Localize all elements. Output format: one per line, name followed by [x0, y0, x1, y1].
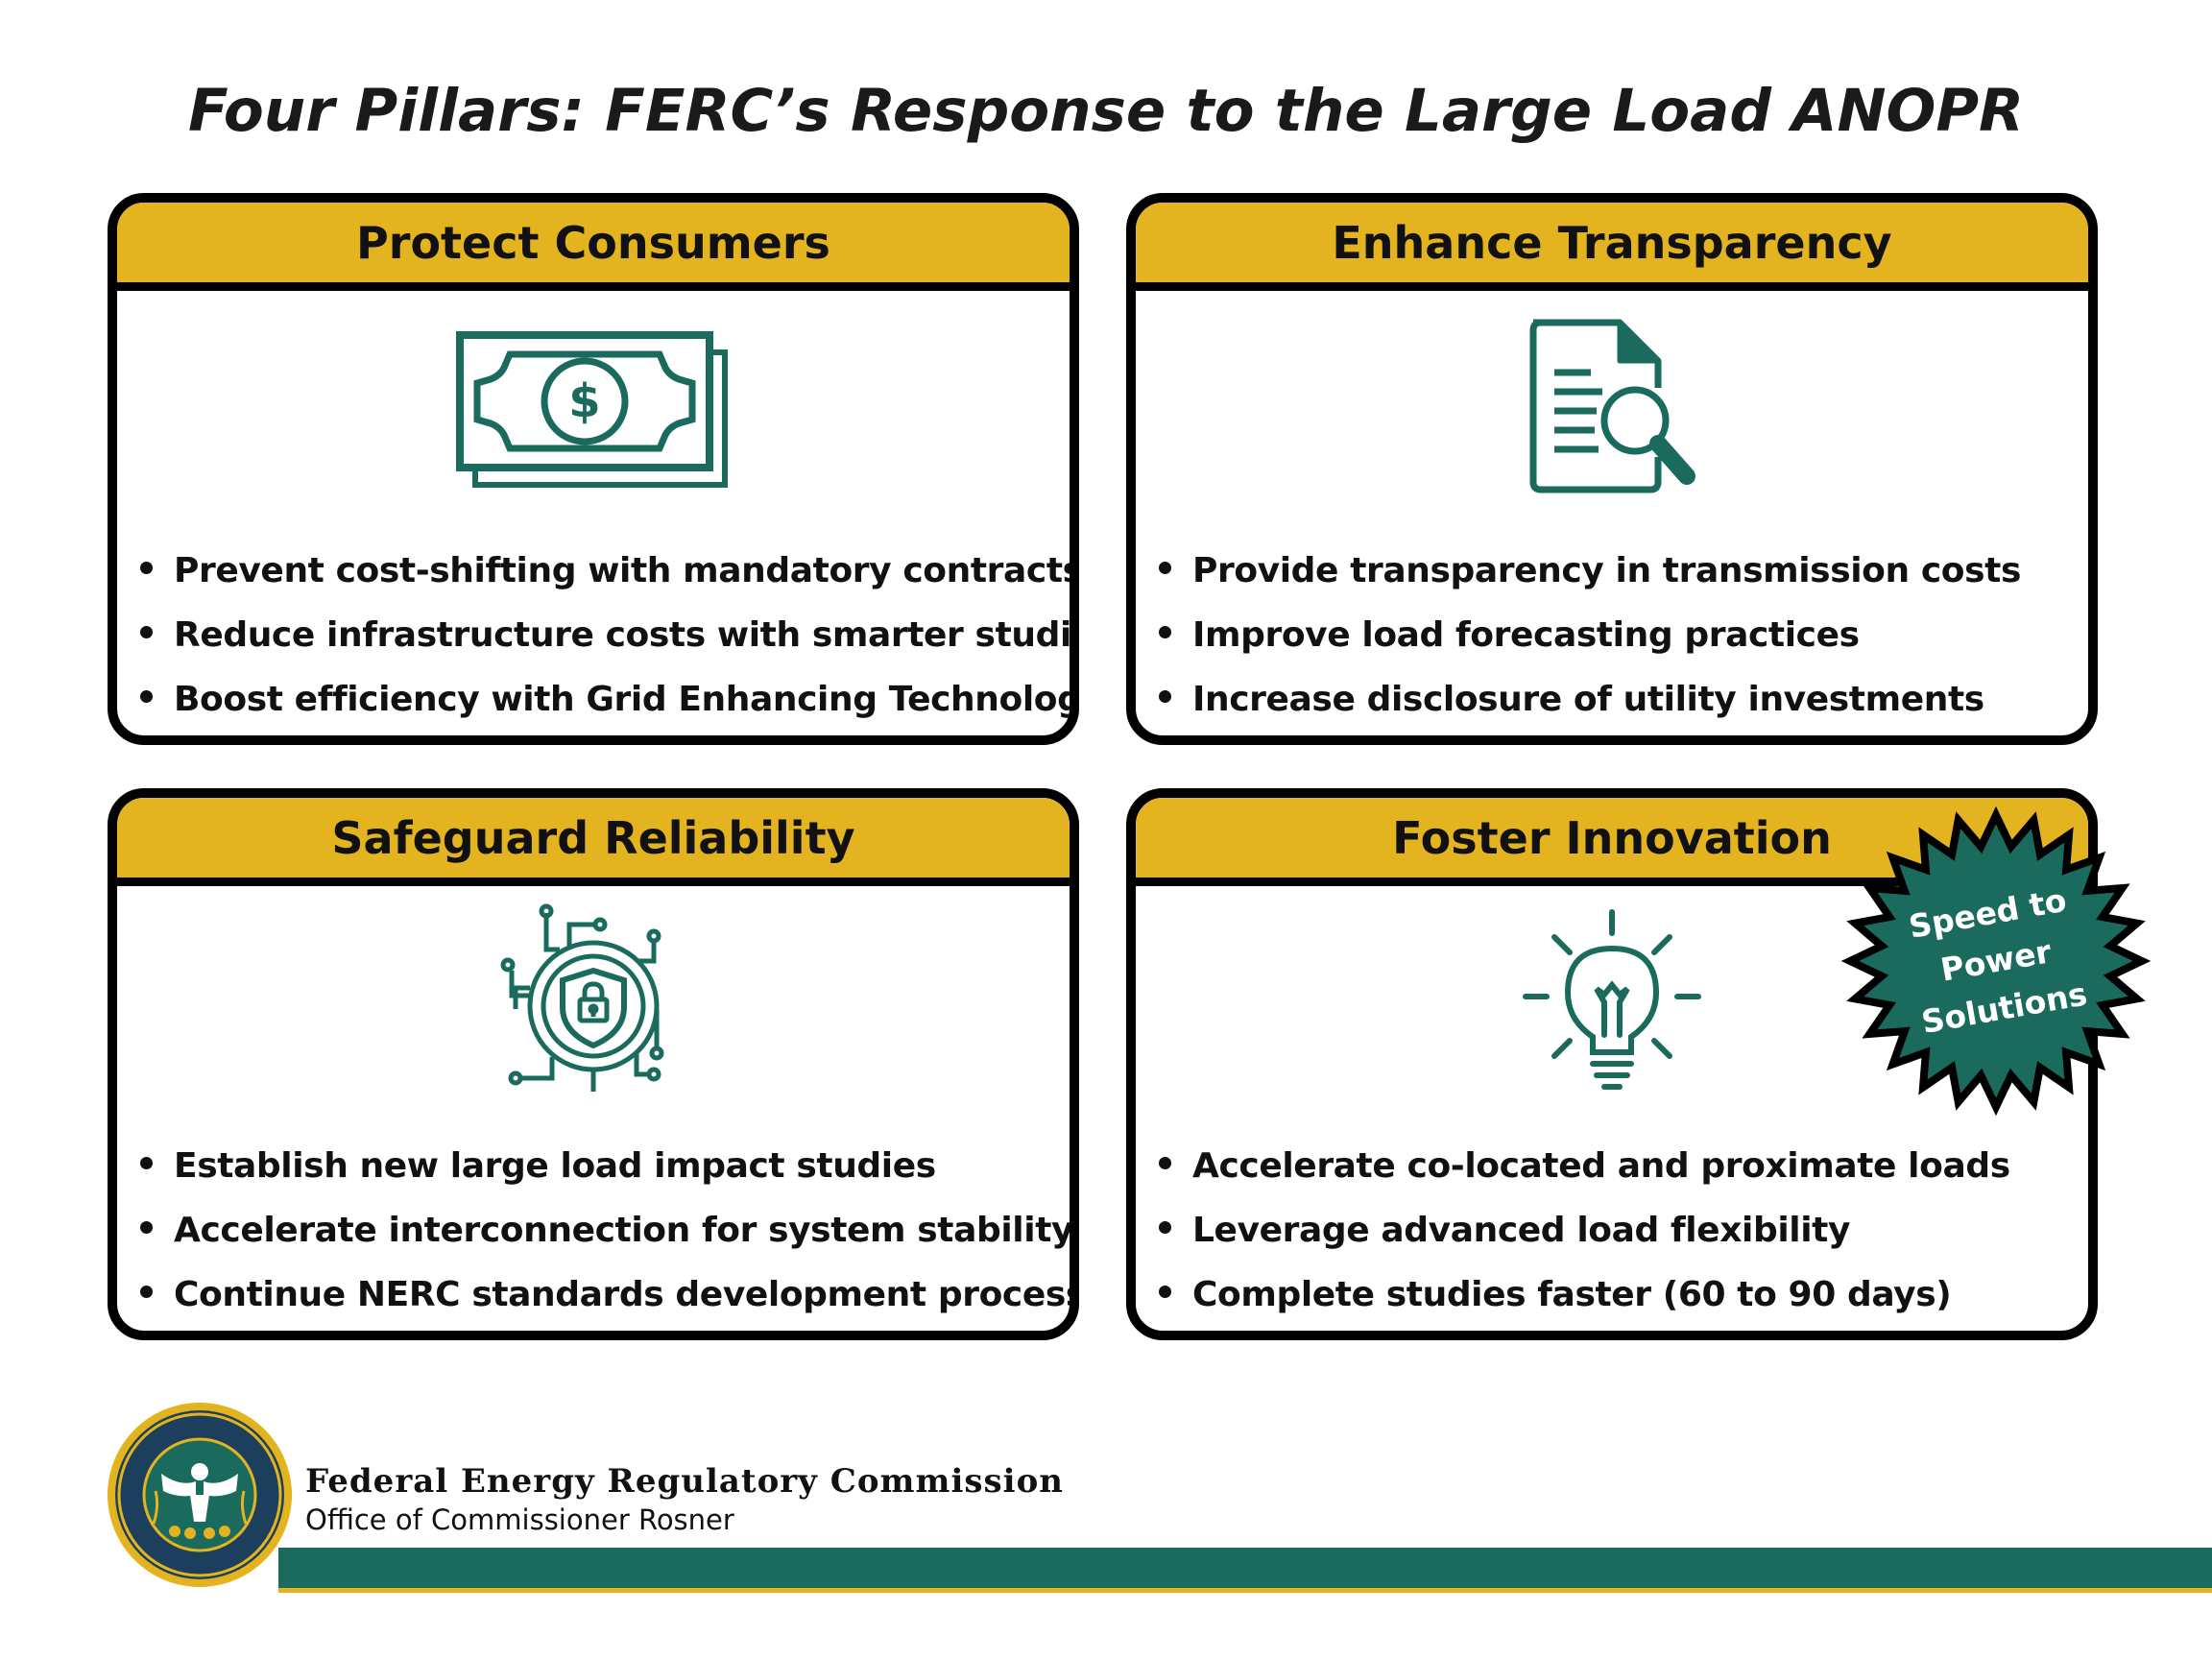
bullet-item: Prevent cost-shifting with mandatory con… [140, 539, 1070, 603]
document-search-icon [1529, 319, 1695, 493]
organization-name: Federal Energy Regulatory Commission [305, 1462, 1064, 1501]
office-name: Office of Commissioner Rosner [305, 1503, 734, 1536]
lightbulb-icon [1523, 909, 1701, 1090]
pillar-heading: Safeguard Reliability [117, 798, 1070, 886]
page-title: Four Pillars: FERC’s Response to the Lar… [187, 77, 2025, 145]
shield-lock-circuit-icon [500, 903, 664, 1092]
money-bill-icon: $ [456, 331, 728, 488]
bullet-item: Continue NERC standards development proc… [140, 1262, 1070, 1327]
pillar-card-foster-innovation: Foster Innovation Accelerate co-located … [1126, 788, 2098, 1340]
bullet-item: Increase disclosure of utility investmen… [1159, 667, 2080, 732]
ferc-seal-icon [108, 1403, 292, 1587]
bullet-item: Establish new large load impact studies [140, 1134, 1062, 1198]
bullet-item: Improve load forecasting practices [1159, 603, 2080, 667]
bullet-item: Leverage advanced load flexibility [1159, 1198, 2080, 1262]
pillar-heading: Enhance Transparency [1136, 203, 2088, 291]
footer-accent-line [278, 1588, 2212, 1593]
bullet-item: Accelerate interconnection for system st… [140, 1198, 1070, 1262]
starburst-badge [1840, 805, 2152, 1117]
bullet-item: Provide transparency in transmission cos… [1159, 539, 2080, 603]
footer-bar [278, 1548, 2212, 1588]
badge-text: Speed to Power Solutions [1906, 880, 2090, 1042]
svg-text:$: $ [568, 374, 600, 428]
pillar-card-protect-consumers: Protect Consumers $ Prevent cost-shiftin… [108, 193, 1079, 745]
bullet-item: Reduce infrastructure costs with smarter… [140, 603, 1070, 667]
pillar-card-enhance-transparency: Enhance Transparency Provide transparenc… [1126, 193, 2098, 745]
bullet-item: Boost efficiency with Grid Enhancing Tec… [140, 667, 1070, 732]
bullet-item: Complete studies faster (60 to 90 days) [1159, 1262, 2080, 1327]
pillar-heading: Protect Consumers [117, 203, 1070, 291]
pillar-card-safeguard-reliability: Safeguard Reliability [108, 788, 1079, 1340]
bullet-item: Accelerate co-located and proximate load… [1159, 1134, 2080, 1198]
